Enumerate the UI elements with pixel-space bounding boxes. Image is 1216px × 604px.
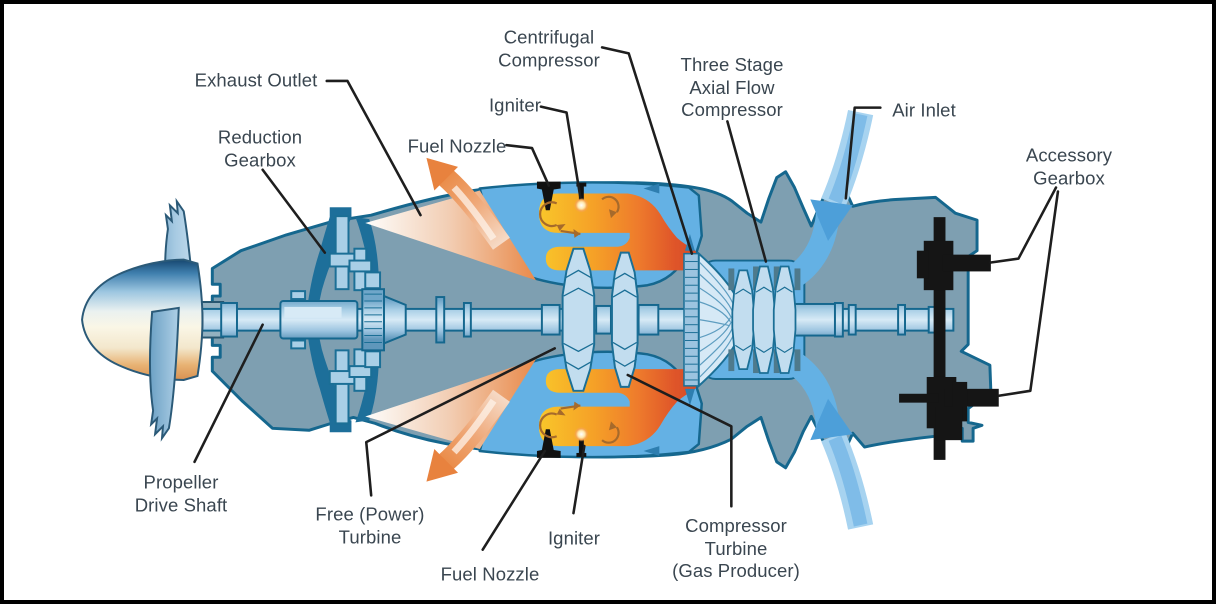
propeller-spinner <box>81 258 204 381</box>
leader-fuel-nozzle-top <box>505 143 551 187</box>
label-reduction-gearbox: Reduction Gearbox <box>217 126 303 170</box>
leader-accessory-gearbox-lower <box>997 190 1060 398</box>
leader-reduction-gearbox <box>261 168 327 254</box>
propeller-assembly <box>81 197 204 442</box>
label-three-stage-axial-flow-compressor: Three Stage Axial Flow Compressor <box>680 54 784 121</box>
label-compressor-turbine: Compressor Turbine (Gas Producer) <box>672 515 800 582</box>
leader-exhaust-outlet <box>325 79 422 217</box>
label-igniter-top: Igniter <box>488 94 542 116</box>
label-propeller-drive-shaft: Propeller Drive Shaft <box>134 471 228 515</box>
leader-three-stage-axial <box>726 120 768 263</box>
leader-fuel-nozzle-bottom <box>481 449 547 551</box>
leader-compressor-turbine <box>626 373 733 508</box>
label-air-inlet: Air Inlet <box>892 99 956 121</box>
free-power-turbine-disc <box>561 247 596 392</box>
compressor-turbine-disc <box>610 251 639 388</box>
label-fuel-nozzle-top: Fuel Nozzle <box>407 135 507 157</box>
propeller-blade-lower <box>149 306 180 442</box>
turboprop-cutaway-diagram <box>81 46 1060 551</box>
leader-accessory-gearbox-upper <box>989 186 1058 264</box>
leader-centrifugal-compressor <box>600 46 694 255</box>
label-accessory-gearbox: Accessory Gearbox <box>1025 144 1113 188</box>
leader-igniter-top <box>539 105 582 199</box>
leader-lines <box>193 46 1060 551</box>
label-centrifugal-compressor: Centrifugal Compressor <box>498 26 600 70</box>
leader-propeller-drive-shaft <box>193 323 264 464</box>
label-fuel-nozzle-bottom: Fuel Nozzle <box>440 563 540 585</box>
leader-igniter-bottom <box>572 444 586 515</box>
leader-free-power-turbine <box>364 347 556 497</box>
axial-compressor <box>728 265 801 374</box>
label-igniter-bottom: Igniter <box>547 527 601 549</box>
label-exhaust-outlet: Exhaust Outlet <box>194 69 318 91</box>
leader-air-inlet <box>844 106 882 200</box>
label-free-power-turbine: Free (Power) Turbine <box>315 503 425 547</box>
accessory-gearbox-gears <box>899 217 999 460</box>
